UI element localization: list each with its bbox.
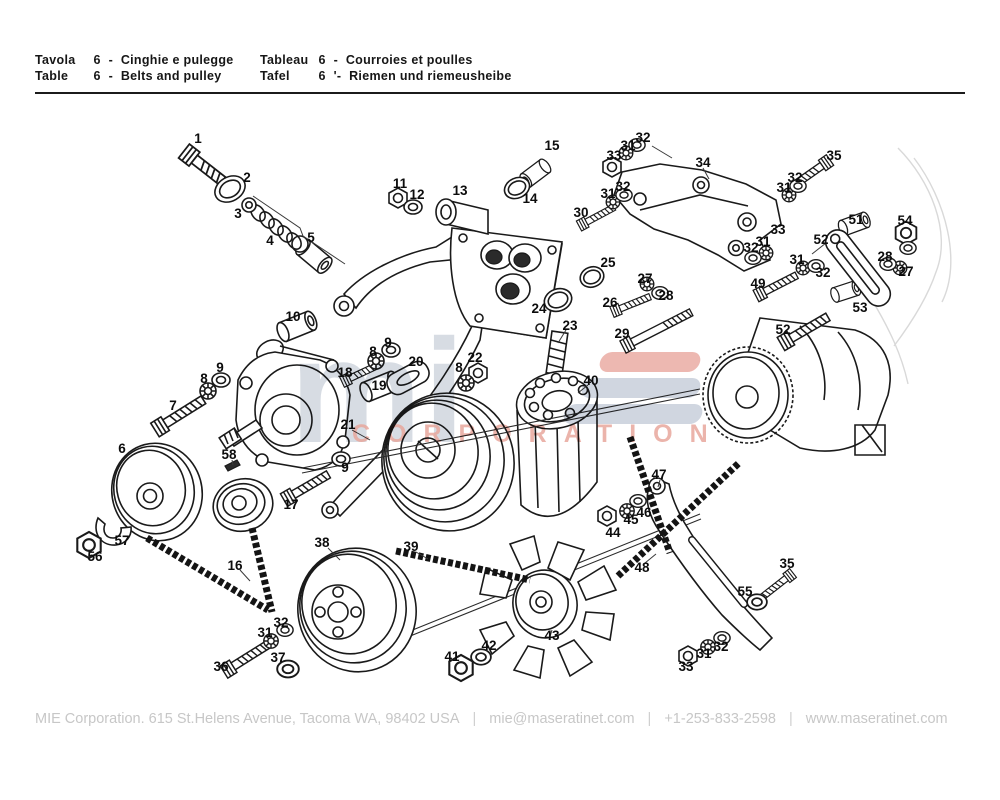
table-word-en: Table [35, 69, 69, 83]
pulley-38-drawing [297, 547, 417, 673]
table-number: 6 [318, 69, 326, 83]
bolt-29 [619, 305, 695, 354]
nut-33 [602, 156, 622, 178]
nut-54 [894, 220, 918, 246]
nut-44 [597, 505, 617, 527]
table-word-it: Tavola [35, 53, 76, 67]
belts-hatched [145, 435, 743, 614]
table-number: 6 [93, 69, 101, 83]
table-title-en: Belts and pulley [120, 69, 222, 83]
footer-website: www.maseratinet.com [805, 711, 948, 727]
plate-20 [386, 360, 430, 396]
pulley-6-drawing [110, 442, 204, 542]
table-number: 6 [93, 53, 101, 67]
bolt-36 [219, 637, 273, 679]
header-row-english: Table 6 - Belts and pulley [35, 69, 222, 83]
bolt-7 [149, 392, 209, 438]
belt-39-drawing [395, 547, 531, 584]
idler-pulley-drawing [95, 477, 274, 546]
clip-57-drawing [95, 516, 132, 546]
nut-41 [448, 653, 474, 683]
page-footer: MIE Corporation. 615 St.Helens Avenue, T… [35, 711, 948, 727]
compressor-drawing [702, 317, 891, 456]
table-word-de: Tafel [260, 69, 290, 83]
footer-phone: +1-253-833-2598 [664, 711, 776, 727]
belt-16-drawing [145, 534, 270, 614]
header-divider [35, 92, 965, 94]
table-title-de: Riemen und riemeusheibe [349, 69, 512, 83]
header-row-french: Tableau 6 - Courroies et poulles [260, 53, 473, 67]
wedge-58-drawing [224, 459, 241, 472]
water-pump-drawing [218, 339, 351, 471]
header-row-italian: Tavola 6 - Cinghie e pulegge [35, 53, 234, 67]
ring-washers [211, 137, 917, 679]
nut-33-lower [678, 645, 698, 667]
bracket-34-drawing [613, 163, 782, 272]
table-title-it: Cinghie e pulegge [120, 53, 234, 67]
tension-arm-47-drawing [646, 477, 774, 652]
table-number: 6 [318, 53, 326, 67]
bolt-17 [279, 467, 333, 507]
spacer-10 [273, 308, 320, 344]
nut-56 [76, 530, 102, 560]
bolt-49 [752, 268, 801, 303]
fan-43-drawing [478, 534, 618, 680]
belt-48-drawing [615, 459, 743, 579]
link-plate-52 [824, 229, 892, 307]
ghost-sketch [871, 147, 952, 385]
spacers-and-springs [250, 156, 892, 404]
table-title-fr: Courroies et poulles [345, 53, 473, 67]
table-word-fr: Tableau [260, 53, 309, 67]
bolt-26 [609, 290, 653, 318]
footer-address: MIE Corporation. 615 St.Helens Avenue, T… [35, 711, 460, 727]
header-row-german: Tafel 6 '- Riemen und riemeusheibe [260, 69, 512, 83]
footer-email: mie@maseratinet.com [489, 711, 635, 727]
piston-5-tip [291, 235, 309, 253]
